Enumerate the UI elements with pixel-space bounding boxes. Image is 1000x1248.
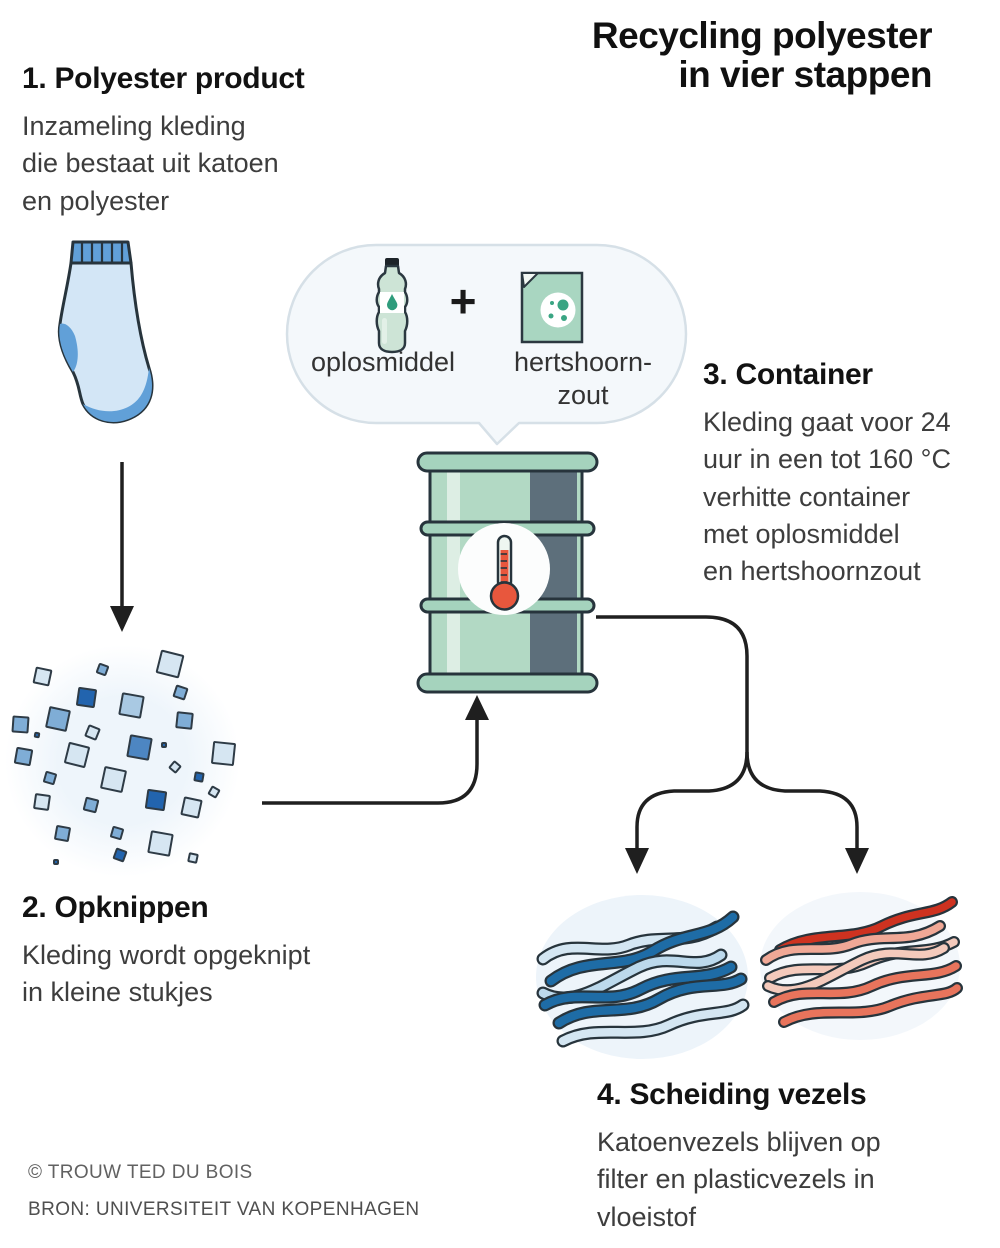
step-4-description: Katoenvezels blijven op filter en plasti… (597, 1127, 881, 1232)
step-1-polyester-product: 1. Polyester product Inzameling kleding … (22, 62, 352, 220)
page-title-line2: in vier stappen (678, 54, 932, 96)
arrow-branch-cotton (635, 751, 749, 850)
arrowhead-up-icon (465, 695, 489, 720)
step-1-heading: 1. Polyester product (22, 62, 305, 95)
step-4-heading: 4. Scheiding vezels (597, 1078, 867, 1111)
salt-label: hertshoorn- zout (513, 347, 653, 410)
solvent-label: oplosmiddel (310, 347, 456, 377)
arrow-pieces-to-container (262, 718, 479, 805)
pieces-glow (5, 645, 240, 877)
step-2-heading: 2. Opknippen (22, 891, 209, 924)
cotton-fibers-illustration (536, 895, 750, 1059)
source-credit: BRON: UNIVERSITEIT VAN KOPENHAGEN (28, 1199, 420, 1220)
step-2-description: Kleding wordt opgeknipt in kleine stukje… (22, 940, 311, 1008)
sock-heel (59, 323, 78, 372)
arrowhead-down-icon (110, 606, 134, 632)
thermometer-icon (489, 534, 520, 611)
page-title-line1: Recycling polyester (591, 15, 933, 56)
arrowhead-down-icon (845, 848, 869, 874)
step-4-scheiding-vezels: 4. Scheiding vezels Katoenvezels blijven… (597, 1078, 957, 1236)
arrow-container-trunk (596, 615, 749, 752)
arrow-branch-plastic (745, 751, 859, 850)
sock-illustration (57, 240, 154, 424)
page-title: Recycling polyester in vier stappen (591, 15, 933, 96)
step-3-heading: 3. Container (703, 358, 873, 391)
plus-sign: + (449, 275, 477, 327)
drop-icon (387, 294, 398, 311)
sock-toe (83, 368, 152, 422)
salt-box-icon (520, 271, 584, 344)
speech-bubble (285, 243, 688, 446)
step-2-opknippen: 2. Opknippen Kleding wordt opgeknipt in … (22, 891, 402, 1012)
ingredients-bubble: + oplosmiddel hertshoorn- zout (283, 242, 693, 447)
step-1-description: Inzameling kleding die bestaat uit katoe… (22, 111, 279, 216)
step-3-container: 3. Container Kleding gaat voor 24 uur in… (703, 358, 993, 590)
plastic-fibers-illustration (760, 892, 963, 1040)
container-barrel-illustration (416, 451, 599, 694)
copyright-credit: © TROUW TED DU BOIS (28, 1162, 253, 1183)
step-3-description: Kleding gaat voor 24 uur in een tot 160 … (703, 407, 951, 586)
arrowhead-down-icon (625, 848, 649, 874)
solvent-bottle-icon (375, 258, 409, 354)
